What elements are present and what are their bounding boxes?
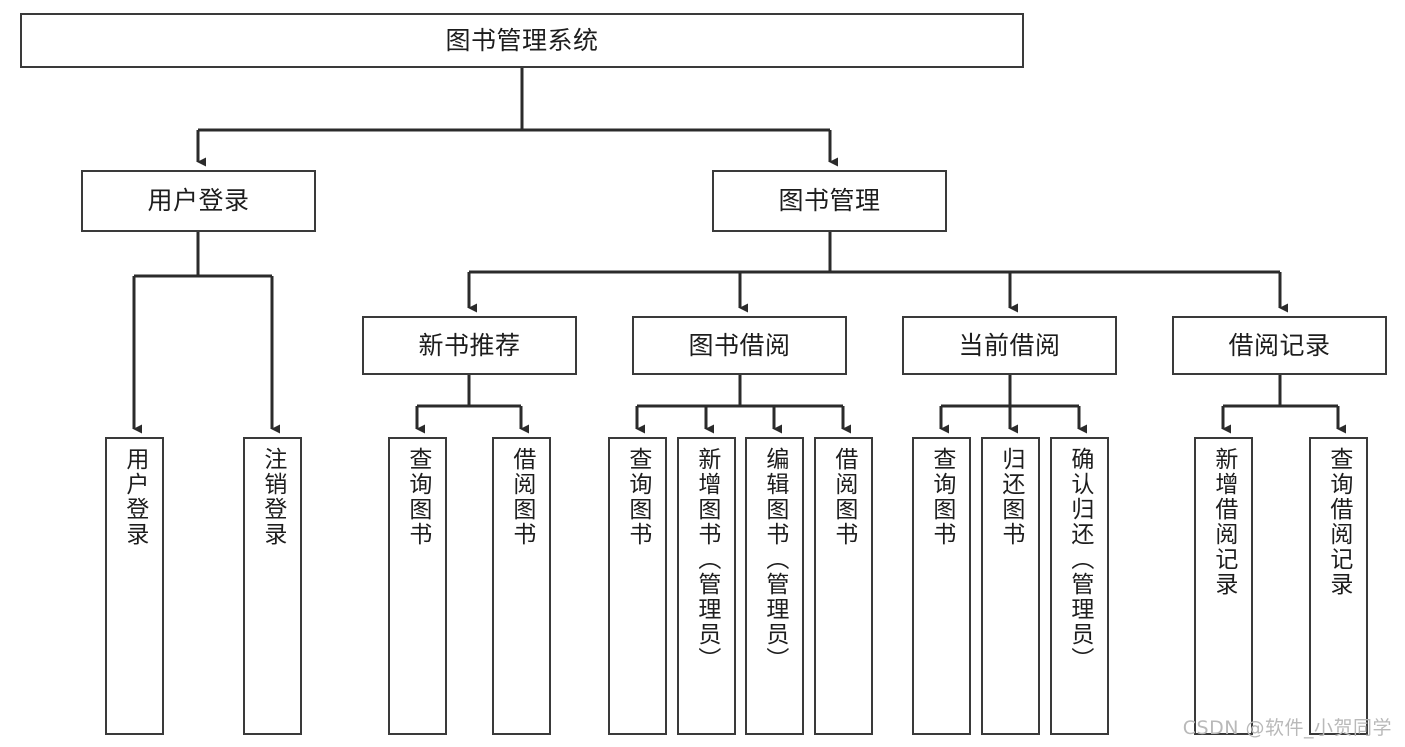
node-borrow-record[interactable]: 借阅记录 — [1172, 316, 1387, 375]
node-leaf-user-logout[interactable]: 注销登录 — [243, 437, 302, 735]
node-book-borrow[interactable]: 图书借阅 — [632, 316, 847, 375]
node-current-borrow-label: 当前借阅 — [958, 330, 1061, 360]
node-book-manage-label: 图书管理 — [778, 186, 881, 215]
node-leaf-edit-book-label: 编辑图书（管理员） — [761, 447, 788, 672]
node-user-login-label: 用户登录 — [147, 186, 250, 215]
node-leaf-add-book[interactable]: 新增图书（管理员） — [677, 437, 736, 735]
node-leaf-query-record-label: 查询借阅记录 — [1325, 447, 1352, 597]
node-leaf-borrow-book-1-label: 借阅图书 — [508, 447, 535, 547]
node-leaf-query-book-3-label: 查询图书 — [928, 447, 955, 547]
node-leaf-add-book-label: 新增图书（管理员） — [693, 447, 720, 672]
node-new-book-rec-label: 新书推荐 — [418, 330, 521, 360]
watermark: CSDN @软件_小贺同学 — [1182, 717, 1392, 739]
node-leaf-query-book-2[interactable]: 查询图书 — [608, 437, 667, 735]
node-leaf-query-book-1[interactable]: 查询图书 — [388, 437, 447, 735]
node-leaf-borrow-book-2[interactable]: 借阅图书 — [814, 437, 873, 735]
node-book-borrow-label: 图书借阅 — [688, 330, 791, 360]
node-leaf-borrow-book-2-label: 借阅图书 — [830, 447, 857, 547]
node-leaf-add-record-label: 新增借阅记录 — [1210, 447, 1237, 597]
node-current-borrow[interactable]: 当前借阅 — [902, 316, 1117, 375]
node-leaf-confirm-return-label: 确认归还（管理员） — [1066, 447, 1093, 672]
node-book-manage[interactable]: 图书管理 — [712, 170, 947, 232]
node-leaf-query-record[interactable]: 查询借阅记录 — [1309, 437, 1368, 735]
node-leaf-user-login[interactable]: 用户登录 — [105, 437, 164, 735]
node-leaf-query-book-2-label: 查询图书 — [624, 447, 651, 547]
node-borrow-record-label: 借阅记录 — [1228, 330, 1331, 360]
node-leaf-return-book-label: 归还图书 — [997, 447, 1024, 547]
node-new-book-rec[interactable]: 新书推荐 — [362, 316, 577, 375]
node-leaf-confirm-return[interactable]: 确认归还（管理员） — [1050, 437, 1109, 735]
node-leaf-borrow-book-1[interactable]: 借阅图书 — [492, 437, 551, 735]
node-leaf-user-login-label: 用户登录 — [121, 447, 148, 547]
node-root[interactable]: 图书管理系统 — [20, 13, 1024, 68]
node-leaf-query-book-1-label: 查询图书 — [404, 447, 431, 547]
node-root-label: 图书管理系统 — [445, 25, 599, 55]
node-leaf-query-book-3[interactable]: 查询图书 — [912, 437, 971, 735]
node-leaf-user-logout-label: 注销登录 — [259, 447, 286, 547]
node-user-login[interactable]: 用户登录 — [81, 170, 316, 232]
node-leaf-edit-book[interactable]: 编辑图书（管理员） — [745, 437, 804, 735]
node-leaf-add-record[interactable]: 新增借阅记录 — [1194, 437, 1253, 735]
node-leaf-return-book[interactable]: 归还图书 — [981, 437, 1040, 735]
